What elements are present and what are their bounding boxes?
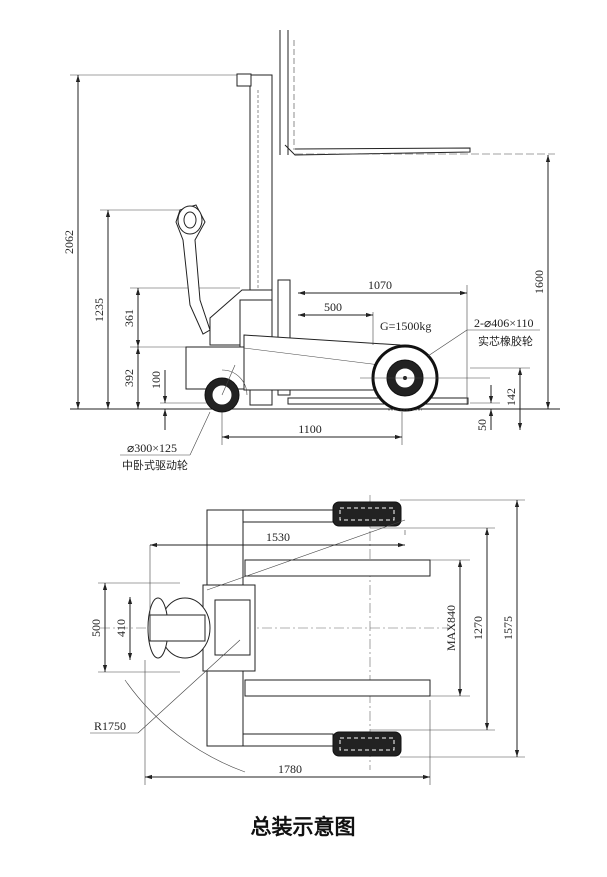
dim-1530: 1530 — [266, 530, 290, 544]
drive-wheel-name: 中卧式驱动轮 — [122, 458, 188, 472]
load-capacity-label: G=1500kg — [380, 319, 431, 333]
load-wheel-bottom — [332, 731, 402, 757]
tiller-top — [147, 597, 211, 659]
fork-lower — [244, 679, 431, 697]
load-wheel-top — [332, 501, 402, 527]
dim-500-top: 500 — [89, 619, 103, 637]
dim-142: 142 — [504, 388, 518, 406]
drawing-title: 总装示意图 — [251, 815, 356, 839]
dim-100: 100 — [149, 371, 163, 389]
dim-1070: 1070 — [368, 278, 392, 292]
top-view: 1530 500 410 MAX840 1270 1575 1780 R1750 — [89, 495, 525, 785]
drive-wheel-spec: ⌀300×125 — [127, 441, 177, 455]
drive-wheel — [204, 364, 248, 413]
power-unit — [185, 289, 469, 405]
dim-1575: 1575 — [501, 616, 515, 640]
dim-361: 361 — [122, 309, 136, 327]
tiller-handle — [175, 204, 211, 335]
dim-r1750: R1750 — [94, 719, 126, 733]
dim-1235: 1235 — [92, 298, 106, 322]
dim-1270: 1270 — [471, 616, 485, 640]
load-wheel-spec: 2-⌀406×110 — [474, 316, 534, 330]
side-view: 2062 1235 361 392 100 1070 500 G=1500kg … — [62, 30, 560, 472]
dim-50: 50 — [475, 419, 489, 431]
load-wheel — [360, 344, 490, 412]
dim-392: 392 — [122, 369, 136, 387]
dim-2062: 2062 — [62, 230, 76, 254]
load-wheel-name: 实芯橡胶轮 — [478, 334, 533, 348]
fork-upper — [244, 559, 431, 577]
dim-410: 410 — [114, 619, 128, 637]
dim-1780: 1780 — [278, 762, 302, 776]
dim-500: 500 — [324, 300, 342, 314]
dim-1600: 1600 — [532, 270, 546, 294]
dim-max840: MAX840 — [444, 605, 458, 651]
dim-1100: 1100 — [298, 422, 322, 436]
